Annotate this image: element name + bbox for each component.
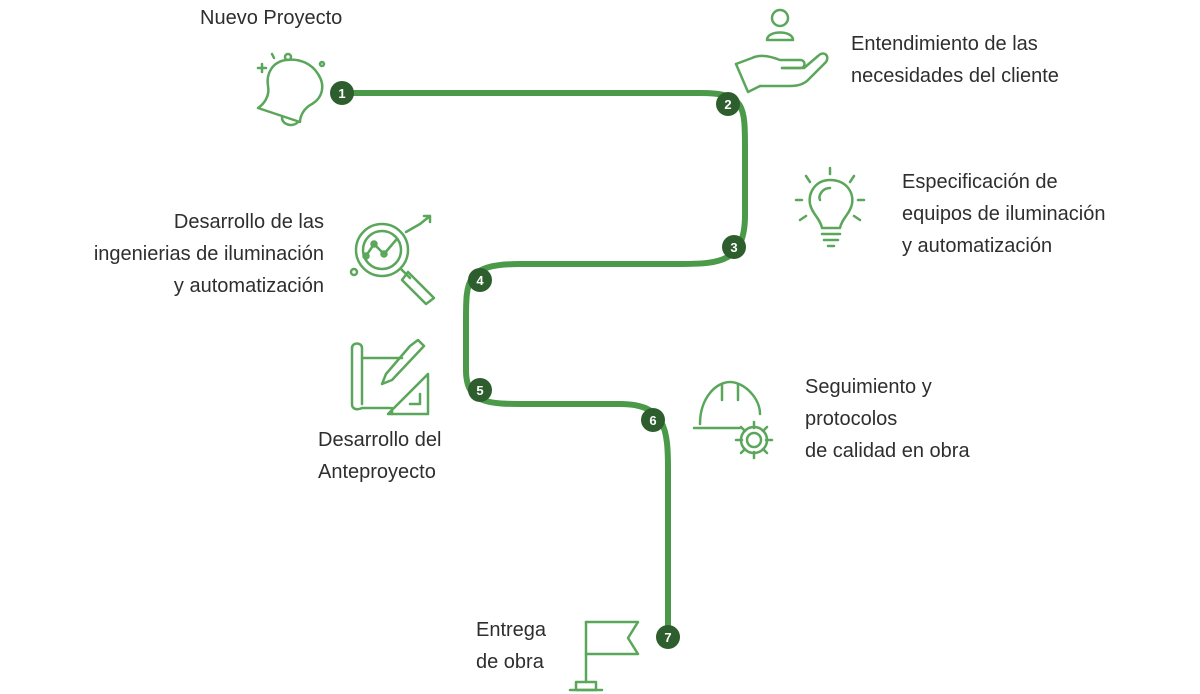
step-label-5-line-2: Anteproyecto [318,461,436,483]
step-marker-2: 2 [716,92,740,116]
lightbulb-icon [794,166,866,248]
step-label-5-line-1: Desarrollo del [318,429,442,451]
step-label-6-line-2: protocolos [805,408,898,430]
roadmap-path [339,90,748,640]
step-marker-3: 3 [722,235,746,259]
step-label-2: Entendimiento de las necesidades del cli… [851,28,1059,92]
step-label-6: Seguimiento y protocolos de calidad en o… [805,371,970,467]
flag-icon [568,620,640,692]
magnifier-chart-icon [349,214,436,306]
step-label-7: Entrega de obra [476,614,546,678]
svg-text:6: 6 [649,413,656,428]
svg-text:1: 1 [338,86,345,101]
step-label-3-line-3: y automatización [902,235,1053,257]
step-marker-1: 1 [330,81,354,105]
step-label-2-line-1: Entendimiento de las [851,33,1038,55]
step-marker-4: 4 [468,268,492,292]
step-label-4: Desarrollo de las ingenierias de ilumina… [94,206,324,302]
step-label-7-line-1: Entrega [476,619,547,641]
step-label-6-line-3: de calidad en obra [805,440,970,462]
hand-person-icon [734,8,829,94]
step-label-1: Nuevo Proyecto [200,2,342,34]
step-label-4-line-3: y automatización [173,275,324,297]
blueprint-pencil-icon [350,338,430,416]
step-marker-7: 7 [656,625,680,649]
svg-text:7: 7 [664,630,671,645]
step-marker-5: 5 [468,378,492,402]
svg-text:4: 4 [476,273,484,288]
step-label-7-line-2: de obra [476,651,544,673]
helmet-gear-icon [692,380,774,460]
step-label-6-line-1: Seguimiento y [805,376,932,398]
step-label-4-line-2: ingenierias de iluminación [93,243,324,265]
step-label-3-line-1: Especificación de [902,171,1058,193]
svg-text:5: 5 [476,383,483,398]
svg-text:3: 3 [730,240,737,255]
step-label-4-line-1: Desarrollo de las [173,211,324,233]
step-label-2-line-2: necesidades del cliente [851,65,1059,87]
bell-icon [256,52,326,127]
step-marker-6: 6 [641,408,665,432]
svg-text:2: 2 [724,97,731,112]
step-label-3-line-2: equipos de iluminación [902,203,1106,225]
step-label-3: Especificación de equipos de iluminación… [902,166,1105,262]
step-label-5: Desarrollo del Anteproyecto [318,424,441,488]
step-label-1-line-1: Nuevo Proyecto [200,7,343,29]
